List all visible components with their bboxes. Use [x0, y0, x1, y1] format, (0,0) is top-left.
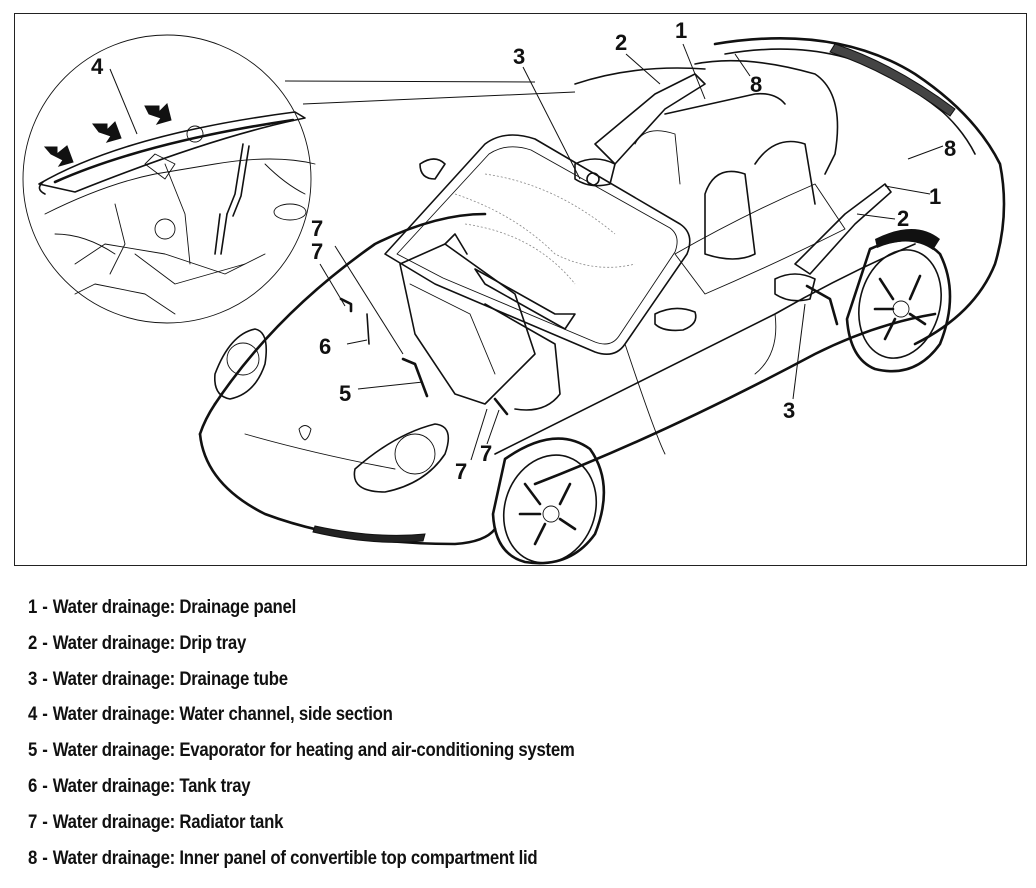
legend-item: 5-Water drainage: Evaporator for heating…	[28, 733, 575, 769]
legend-item-text: Water drainage: Water channel, side sect…	[52, 703, 393, 726]
legend-item-text: Water drainage: Tank tray	[52, 774, 251, 797]
legend-separator: -	[42, 667, 48, 690]
legend-item-number: 6	[28, 774, 38, 797]
leader-8-top	[734, 53, 751, 77]
leader-5	[357, 381, 424, 390]
mirror-left	[419, 158, 446, 180]
callout-1-top: 1	[675, 18, 687, 43]
callout-7-b: 7	[311, 216, 323, 241]
legend-separator: -	[42, 774, 48, 797]
legend: 1-Water drainage: Drainage panel 2-Water…	[28, 590, 664, 876]
callout-2-top: 2	[615, 30, 627, 55]
evaporator-drain	[401, 357, 429, 398]
legend-item-number: 3	[28, 667, 38, 690]
detail-inset: 4	[22, 34, 576, 324]
legend-item: 3-Water drainage: Drainage tube	[28, 662, 575, 698]
legend-item-number: 1	[28, 596, 38, 618]
leader-7-c	[470, 408, 488, 461]
inset-connector-bottom	[302, 91, 576, 105]
drainage-tube-right	[805, 284, 839, 326]
callout-5: 5	[339, 381, 351, 406]
legend-item-number: 5	[28, 739, 38, 762]
legend-item-number: 4	[28, 703, 38, 726]
callout-6: 6	[319, 334, 331, 359]
legend-item-number: 7	[28, 810, 38, 833]
leader-6	[346, 339, 368, 345]
legend-item: 4-Water drainage: Water channel, side se…	[28, 697, 575, 733]
callout-4: 4	[91, 54, 104, 79]
callout-7-a: 7	[311, 239, 323, 264]
leader-7-a	[319, 263, 346, 307]
front-wheel	[491, 437, 606, 565]
radiator-drain-b	[339, 297, 353, 313]
callout-2-right: 2	[897, 206, 909, 231]
leader-7-b	[334, 245, 404, 355]
legend-separator: -	[42, 810, 48, 833]
callout-3-right: 3	[783, 398, 795, 423]
leader-2-top	[625, 53, 661, 85]
wind-deflector	[674, 183, 846, 295]
headlight-right	[353, 423, 450, 493]
windshield	[384, 134, 691, 355]
callout-1-right: 1	[929, 184, 941, 209]
legend-item: 2-Water drainage: Drip tray	[28, 626, 575, 662]
callout-7-d: 7	[480, 441, 492, 466]
callout-3-top: 3	[513, 44, 525, 69]
legend-separator: -	[42, 703, 48, 726]
leader-3-right	[792, 303, 806, 400]
seat-rear	[754, 140, 816, 205]
top-mechanism-left	[574, 73, 786, 187]
inset-connector-top	[284, 80, 536, 83]
legend-item-text: Water drainage: Drainage tube	[52, 667, 288, 690]
leader-3-top	[522, 66, 581, 180]
leader-lines	[319, 43, 944, 461]
legend-item: 8-Water drainage: Inner panel of convert…	[28, 841, 575, 877]
legend-separator: -	[42, 846, 48, 869]
legend-item: 7-Water drainage: Radiator tank	[28, 805, 575, 841]
seat-right	[704, 170, 756, 260]
legend-item-text: Water drainage: Drainage panel	[52, 596, 297, 618]
leader-2-right	[856, 213, 896, 220]
hood-emblem	[298, 425, 312, 441]
legend-separator: -	[42, 631, 48, 654]
top-mechanism-right	[774, 183, 892, 326]
legend-separator: -	[42, 596, 48, 618]
mirror-right	[654, 307, 697, 332]
callout-8-top: 8	[750, 72, 762, 97]
leader-1-top	[682, 43, 706, 100]
callouts: 3 2 1 8 8 1 2 3 7 7 6 5 7 7	[311, 18, 956, 484]
car-body	[198, 37, 1006, 565]
legend-item-text: Water drainage: Inner panel of convertib…	[52, 846, 538, 869]
leader-8-right	[907, 145, 944, 160]
inset-circle	[22, 34, 312, 324]
rear-wheel	[845, 229, 952, 373]
leader-7-d	[486, 409, 500, 445]
legend-item-number: 2	[28, 631, 38, 654]
callout-8-right: 8	[944, 136, 956, 161]
legend-item-number: 8	[28, 846, 38, 869]
legend-separator: -	[42, 739, 48, 762]
arrow-icon-1	[43, 145, 74, 167]
legend-item-text: Water drainage: Evaporator for heating a…	[52, 739, 575, 762]
water-channel	[38, 111, 306, 193]
headlight-left	[213, 328, 268, 400]
legend-item-text: Water drainage: Radiator tank	[52, 810, 284, 833]
legend-item: 1-Water drainage: Drainage panel	[28, 590, 575, 626]
evaporator-box	[399, 233, 576, 411]
legend-item: 6-Water drainage: Tank tray	[28, 769, 575, 805]
leader-4	[109, 68, 138, 135]
legend-item-text: Water drainage: Drip tray	[52, 631, 247, 654]
leader-1-right	[884, 185, 931, 195]
diagram-figure: 4	[14, 13, 1027, 566]
callout-7-c: 7	[455, 459, 467, 484]
tank-tray-drain	[366, 313, 370, 345]
rear-vent	[829, 43, 956, 117]
arrow-icon-2	[92, 121, 122, 143]
radiator-drain-a	[493, 397, 509, 416]
arrow-icon-3	[144, 103, 172, 125]
car-drawing: 4	[22, 18, 1006, 565]
